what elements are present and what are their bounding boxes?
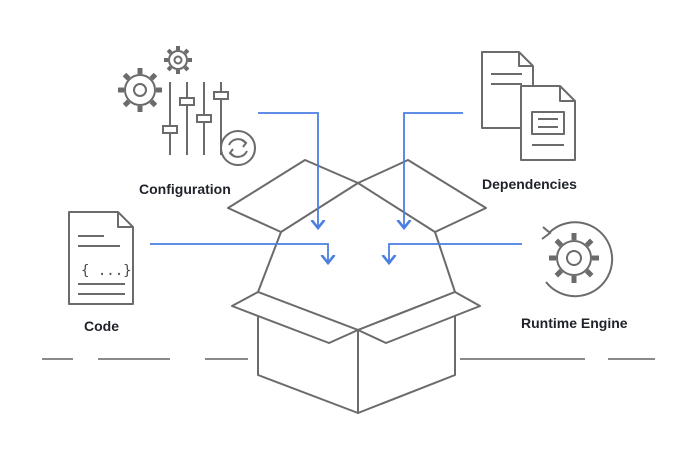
dependencies-icon [481,51,576,161]
gear-cycle-icon [541,221,614,298]
label-dependencies: Dependencies [482,176,577,192]
label-runtime-engine: Runtime Engine [521,315,628,331]
arrow-dependencies [404,112,463,228]
code-glyph: { ...} [81,263,132,279]
label-code: Code [84,318,119,334]
arrows [150,112,522,263]
open-box-icon [227,159,487,414]
large-gear-icon [118,68,162,112]
arrow-configuration [258,112,318,228]
engine-gear-icon [549,233,599,283]
refresh-icon [220,130,256,166]
configuration-icon [118,46,256,166]
arrow-code [150,243,328,263]
small-gear-icon [164,46,192,74]
code-file-icon: { ...} [68,211,134,305]
sliders-icon [162,82,229,155]
arrow-runtime-engine [389,243,522,263]
label-configuration: Configuration [139,181,231,197]
